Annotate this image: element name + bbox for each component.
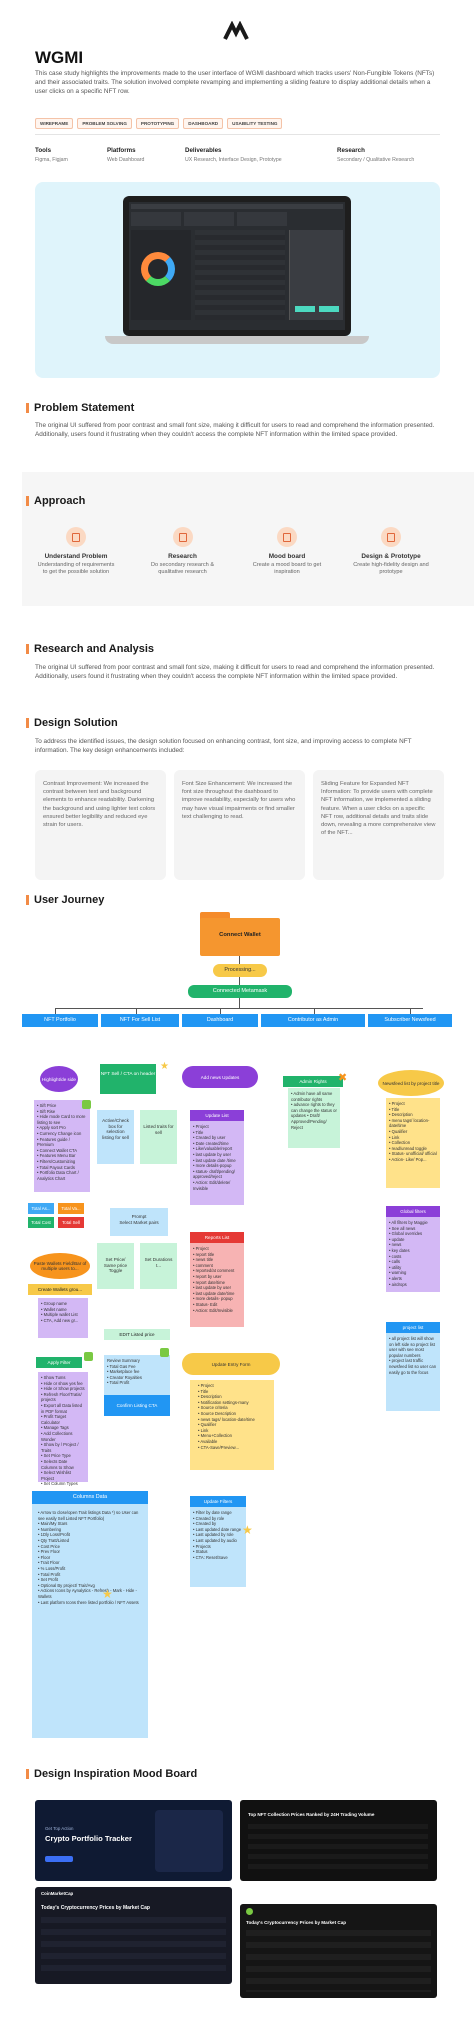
page-title: WGMI bbox=[35, 48, 84, 67]
paste-wallets-ellipse: Paste Wallets Field/Bar of multiple user… bbox=[30, 1253, 90, 1279]
laptop-screen bbox=[123, 196, 351, 336]
project-list: • all project list will show on left sid… bbox=[386, 1333, 440, 1411]
portfolio-ellipse: Highlight/de side bbox=[40, 1066, 78, 1092]
portfolio-list: • Sift Price • Sift Rise • Hide mode Car… bbox=[34, 1100, 90, 1192]
approach-title: Approach bbox=[26, 495, 85, 507]
tools-icon: ✖ bbox=[338, 1072, 348, 1084]
set-price-note: Set Price/ Same price Toggle bbox=[97, 1243, 134, 1289]
tag-problem-solving: PROBLEM SOLVING bbox=[77, 118, 132, 129]
admin-rights-list: • Admin have all same contributor rights… bbox=[288, 1088, 340, 1148]
edit-listed-price: EDIT Listed price bbox=[104, 1329, 170, 1340]
solution-card-sliding: Sliding Feature for Expanded NFT Informa… bbox=[313, 770, 444, 880]
set-durations-note: Set Durations t... bbox=[140, 1243, 177, 1289]
update-filters-header: Update Filters bbox=[190, 1496, 246, 1507]
journey-title: User Journey bbox=[26, 894, 104, 906]
col-header-dashboard: Dashboard bbox=[182, 1014, 258, 1027]
solution-title: Design Solution bbox=[26, 717, 118, 729]
tag-usability-testing: USABILITY TESTING bbox=[227, 118, 283, 129]
prompt-market-pairs: Prompt Select Market pairs bbox=[110, 1208, 168, 1236]
mood-tile-coinmarketcap: CoinMarketCap Today's Cryptocurrency Pri… bbox=[35, 1887, 232, 1984]
thumbs-up-icon bbox=[84, 1352, 93, 1361]
newsfeed-list: • Project • Title • Description • menu t… bbox=[386, 1098, 440, 1188]
solution-card-font: Font Size Enhancement: We increased the … bbox=[174, 770, 305, 880]
mood-tile-crypto-prices: Today's Cryptocurrency Prices by Market … bbox=[240, 1904, 437, 1998]
mood-tile-portfolio-tracker: Get Top Action Crypto Portfolio Tracker bbox=[35, 1800, 232, 1881]
divider bbox=[35, 134, 440, 135]
thumbs-up-icon bbox=[160, 1348, 169, 1357]
active-checkbox-note: Active/Check box for selection listing f… bbox=[97, 1110, 134, 1164]
star-icon: ★ bbox=[242, 1523, 253, 1537]
update-entry-ellipse: Update Entry Form bbox=[182, 1353, 280, 1375]
badge-total-cost: Total Cost bbox=[28, 1217, 54, 1228]
journey-start: Connect Wallet bbox=[200, 912, 280, 956]
col-header-sell-list: NFT For Sell List bbox=[101, 1014, 179, 1027]
review-summary: Review Summary • Total Gas Fee • Marketp… bbox=[104, 1355, 170, 1395]
admin-rights-header: Admin Rights bbox=[283, 1076, 343, 1087]
update-list: • Project • Title • Created by user • Da… bbox=[190, 1121, 244, 1205]
intro-text: This case study highlights the improveme… bbox=[35, 70, 435, 95]
confirm-listing-cta: Confirm Listing CTA bbox=[104, 1395, 170, 1416]
problem-text: The original UI suffered from poor contr… bbox=[35, 422, 435, 438]
research-title: Research and Analysis bbox=[26, 643, 154, 655]
newsfeed-ellipse: Newsfeed list by project title bbox=[378, 1070, 444, 1096]
listed-traits-note: Listed traits for sell bbox=[140, 1110, 177, 1164]
filter-options-list: • Show Tums • Hide or show yes fee • Hid… bbox=[38, 1372, 88, 1486]
tag-prototyping: PROTOTYPING bbox=[135, 118, 180, 129]
update-entry-form: • Project • Title • Description • Notifi… bbox=[190, 1380, 274, 1470]
sell-cta-header: NFT Sell / CTA on header bbox=[100, 1064, 156, 1094]
star-icon: ★ bbox=[102, 1587, 113, 1601]
laptop-base bbox=[105, 336, 369, 344]
solution-text: To address the identified issues, the de… bbox=[35, 738, 412, 754]
project-list-header: project list bbox=[386, 1322, 440, 1333]
research-text: The original UI suffered from poor contr… bbox=[35, 664, 435, 680]
col-header-subscriber: Subscriber Newsfeed bbox=[368, 1014, 452, 1027]
star-icon: ★ bbox=[160, 1061, 169, 1072]
create-wallets-group: Create Wallets grou... bbox=[28, 1284, 92, 1295]
search-doc-icon bbox=[172, 527, 193, 547]
tag-dashboard: DASHBOARD bbox=[183, 118, 224, 129]
tag-wireframe: WIREFRAME bbox=[35, 118, 74, 129]
thumbs-up-icon bbox=[82, 1100, 91, 1109]
monitor-icon bbox=[277, 527, 297, 547]
hero-mockup bbox=[35, 182, 440, 378]
badge-total-assets: Total As... bbox=[28, 1203, 54, 1214]
badge-total-sell: Total Sell bbox=[58, 1217, 84, 1228]
reports-list: • Project • report title • news title • … bbox=[190, 1243, 244, 1327]
global-filters-header: Global filters bbox=[386, 1206, 440, 1217]
processing-pill: Processing... bbox=[213, 964, 267, 977]
problem-title: Problem Statement bbox=[26, 402, 134, 414]
pen-tool-icon bbox=[381, 527, 401, 547]
badge-total-value: Total Va... bbox=[58, 1203, 84, 1214]
apply-filter: Apply Filter bbox=[36, 1357, 82, 1368]
add-news-ellipse: Add news Updates bbox=[182, 1066, 258, 1088]
connected-pill: Connected Metamask bbox=[188, 985, 292, 998]
update-list-header: Update List bbox=[190, 1110, 244, 1121]
solution-card-contrast: Contrast Improvement: We increased the c… bbox=[35, 770, 166, 880]
mood-tile-nft-ranking: Top NFT Collection Prices Ranked by 24H … bbox=[240, 1800, 437, 1881]
columns-data-list: • Arrow to close/open Trait listings Dat… bbox=[32, 1504, 148, 1738]
moodboard-title: Design Inspiration Mood Board bbox=[26, 1768, 197, 1780]
wgmi-logo-icon bbox=[223, 20, 251, 41]
col-header-portfolio: NFT Portfolio bbox=[22, 1014, 98, 1027]
update-filters-list: • Filter by date range • Created by role… bbox=[190, 1507, 246, 1587]
reports-list-header: Reports List bbox=[190, 1232, 244, 1243]
clipboard-icon bbox=[66, 527, 86, 547]
wallet-group-list: • Group name • Wallet name • Multiple wa… bbox=[38, 1298, 88, 1338]
global-filters-list: • All filters by Maggie • See all news •… bbox=[386, 1217, 440, 1292]
col-header-contributor: Contributor as Admin bbox=[261, 1014, 365, 1027]
columns-data-header: Columns Data bbox=[32, 1491, 148, 1504]
